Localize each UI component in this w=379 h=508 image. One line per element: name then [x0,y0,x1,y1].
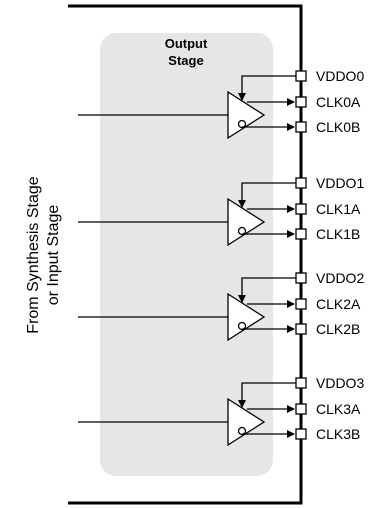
output-stage-title-line2: Stage [168,53,203,68]
pin-vddo [295,377,307,389]
input-source-label: From Synthesis Stage or Input Stage [25,176,62,334]
pin-a [295,203,307,215]
chip-boundary [68,4,303,505]
pin-vddo [295,177,307,189]
pin-b [295,323,307,335]
pin-b [295,228,307,240]
pin-a [295,96,307,108]
output-stage-title-line1: Output [165,36,208,51]
svg-text:or Input Stage: or Input Stage [45,205,62,306]
pin-vddo [295,70,307,82]
pin-label-vddo: VDDO3 [316,375,364,391]
pin-label-a: CLK1A [316,201,361,217]
pin-label-a: CLK0A [316,94,361,110]
supply-connection [238,382,301,408]
pin-label-b: CLK3B [316,426,360,442]
pin-label-vddo: VDDO0 [316,68,364,84]
pin-a [295,403,307,415]
supply-connection [238,182,301,208]
pin-label-b: CLK1B [316,226,360,242]
pin-label-vddo: VDDO2 [316,270,364,286]
pin-a [295,298,307,310]
supply-connection [238,75,301,101]
pin-b [295,428,307,440]
output-stage-region [100,33,273,476]
pin-label-a: CLK2A [316,296,361,312]
svg-text:From Synthesis Stage: From Synthesis Stage [25,176,42,334]
pin-label-b: CLK2B [316,321,360,337]
supply-connection [238,277,301,303]
pin-label-b: CLK0B [316,119,360,135]
pin-vddo [295,272,307,284]
pin-label-vddo: VDDO1 [316,175,364,191]
pin-b [295,121,307,133]
pin-label-a: CLK3A [316,401,361,417]
